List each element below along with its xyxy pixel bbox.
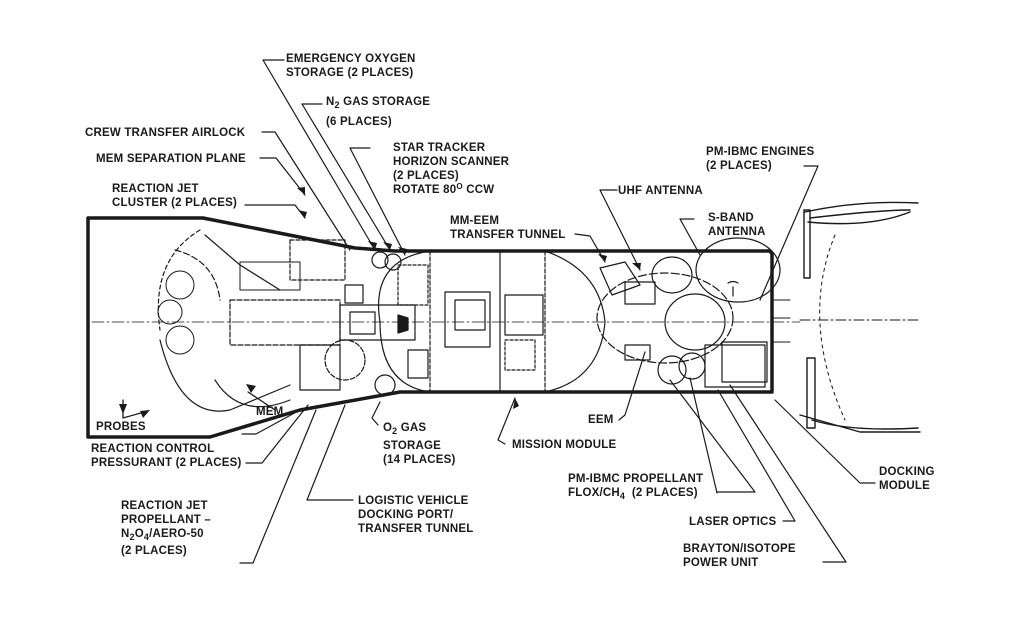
label-eem: EEM bbox=[588, 414, 614, 426]
leader-lines bbox=[239, 59, 876, 564]
probes-arrows bbox=[122, 399, 149, 419]
label-o2-gas-storage: O2 GAS STORAGE (14 PLACES) bbox=[383, 422, 456, 466]
airlock-region bbox=[289, 239, 416, 396]
label-pm-ibmc-propellant: PM-IBMC PROPELLANT FLOX/CH4 (2 PLACES) bbox=[568, 473, 704, 501]
label-reaction-jet-cluster: REACTION JET CLUSTER (2 PLACES) bbox=[112, 183, 237, 209]
docking-module-shape bbox=[799, 201, 921, 433]
label-probes: PROBES bbox=[96, 421, 146, 433]
label-reaction-jet-propellant: REACTION JET PROPELLANT – N2O4/AERO-50 (… bbox=[121, 500, 211, 557]
eem-region bbox=[596, 237, 791, 388]
label-star-tracker: STAR TRACKER HORIZON SCANNER (2 PLACES) … bbox=[393, 142, 510, 196]
label-crew-transfer-airlock: CREW TRANSFER AIRLOCK bbox=[85, 127, 246, 139]
label-pm-ibmc-engines: PM-IBMC ENGINES (2 PLACES) bbox=[706, 146, 815, 172]
label-mem: MEM bbox=[256, 406, 284, 418]
mem-region bbox=[157, 229, 341, 412]
label-laser-optics: LASER OPTICS bbox=[689, 516, 777, 528]
label-n2-gas-storage: N2 GAS STORAGE (6 PLACES) bbox=[326, 96, 431, 128]
label-reaction-control-pressurant: REACTION CONTROL PRESSURANT (2 PLACES) bbox=[91, 443, 242, 469]
label-uhf-antenna: UHF ANTENNA bbox=[618, 185, 703, 197]
label-docking-module: DOCKING MODULE bbox=[879, 466, 935, 492]
hull-outline bbox=[86, 216, 774, 439]
label-logistic-vehicle-docking-port: LOGISTIC VEHICLE DOCKING PORT/ TRANSFER … bbox=[358, 495, 474, 535]
label-mem-separation-plane: MEM SEPARATION PLANE bbox=[96, 153, 246, 165]
label-emergency-oxygen: EMERGENCY OXYGEN STORAGE (2 PLACES) bbox=[286, 53, 416, 79]
mission-module-shape bbox=[378, 250, 606, 393]
label-mission-module: MISSION MODULE bbox=[512, 439, 617, 451]
mem-leader bbox=[247, 391, 276, 411]
label-mm-eem-transfer-tunnel: MM-EEM TRANSFER TUNNEL bbox=[450, 215, 566, 241]
label-brayton-isotope-power-unit: BRAYTON/ISOTOPE POWER UNIT bbox=[683, 543, 796, 569]
label-s-band-antenna: S-BAND ANTENNA bbox=[708, 212, 766, 238]
